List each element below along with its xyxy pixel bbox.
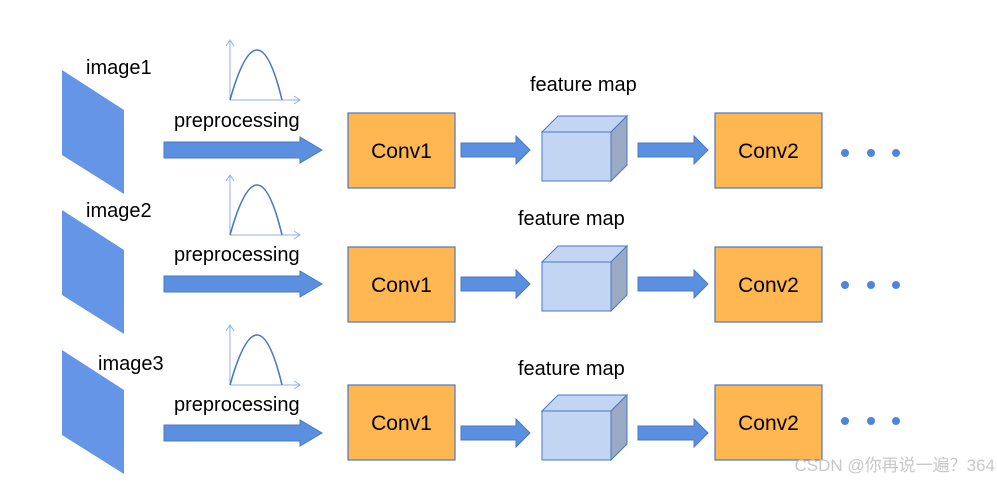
continuation-dot bbox=[841, 281, 849, 289]
feature-map-label: feature map bbox=[530, 74, 637, 96]
image-label: image2 bbox=[86, 200, 152, 222]
distribution-curve-icon bbox=[229, 184, 283, 236]
axes-icon bbox=[225, 174, 301, 240]
preprocessing-label: preprocessing bbox=[174, 110, 300, 132]
feature-map-cube-front bbox=[541, 261, 612, 312]
preprocessing-arrow bbox=[163, 136, 323, 164]
conv1-output-arrow bbox=[460, 417, 531, 449]
conv2-label: Conv2 bbox=[738, 140, 799, 163]
conv2-box bbox=[714, 112, 823, 189]
distribution-curve-icon bbox=[229, 49, 283, 101]
preprocessing-arrow bbox=[163, 419, 323, 447]
feature-map-arrow bbox=[637, 268, 709, 300]
watermark: CSDN @你再说一遍？364 bbox=[794, 456, 995, 475]
input-image-shape bbox=[62, 210, 124, 334]
preprocessing-label: preprocessing bbox=[174, 394, 300, 416]
conv1-output-arrow bbox=[460, 268, 531, 300]
continuation-dot bbox=[892, 149, 900, 157]
continuation-dot bbox=[841, 149, 849, 157]
input-image-shape bbox=[62, 70, 124, 194]
preprocessing-arrow bbox=[163, 270, 323, 298]
continuation-dot bbox=[841, 417, 849, 425]
conv2-label: Conv2 bbox=[738, 412, 799, 435]
input-image-shape bbox=[62, 350, 124, 474]
continuation-dot bbox=[867, 417, 875, 425]
feature-map-cube-front bbox=[541, 410, 612, 461]
axes-icon bbox=[225, 324, 301, 390]
conv2-label: Conv2 bbox=[738, 274, 799, 297]
continuation-dot bbox=[867, 281, 875, 289]
continuation-dot bbox=[892, 417, 900, 425]
feature-map-arrow bbox=[637, 417, 709, 449]
distribution-curve-icon bbox=[229, 334, 283, 386]
feature-map-arrow bbox=[637, 134, 709, 166]
conv1-box bbox=[347, 246, 456, 323]
conv2-box bbox=[714, 384, 823, 461]
conv2-box bbox=[714, 246, 823, 323]
conv1-label: Conv1 bbox=[371, 412, 432, 435]
continuation-dot bbox=[867, 149, 875, 157]
image-label: image1 bbox=[86, 57, 152, 79]
feature-map-label: feature map bbox=[518, 208, 625, 230]
axes-icon bbox=[225, 39, 301, 105]
conv1-output-arrow bbox=[460, 134, 531, 166]
feature-map-label: feature map bbox=[518, 358, 625, 380]
conv1-box bbox=[347, 384, 456, 461]
preprocessing-label: preprocessing bbox=[174, 244, 300, 266]
continuation-dot bbox=[892, 281, 900, 289]
conv1-label: Conv1 bbox=[371, 274, 432, 297]
conv1-label: Conv1 bbox=[371, 140, 432, 163]
conv1-box bbox=[347, 112, 456, 189]
feature-map-cube-front bbox=[541, 131, 612, 182]
image-label: image3 bbox=[98, 353, 164, 375]
